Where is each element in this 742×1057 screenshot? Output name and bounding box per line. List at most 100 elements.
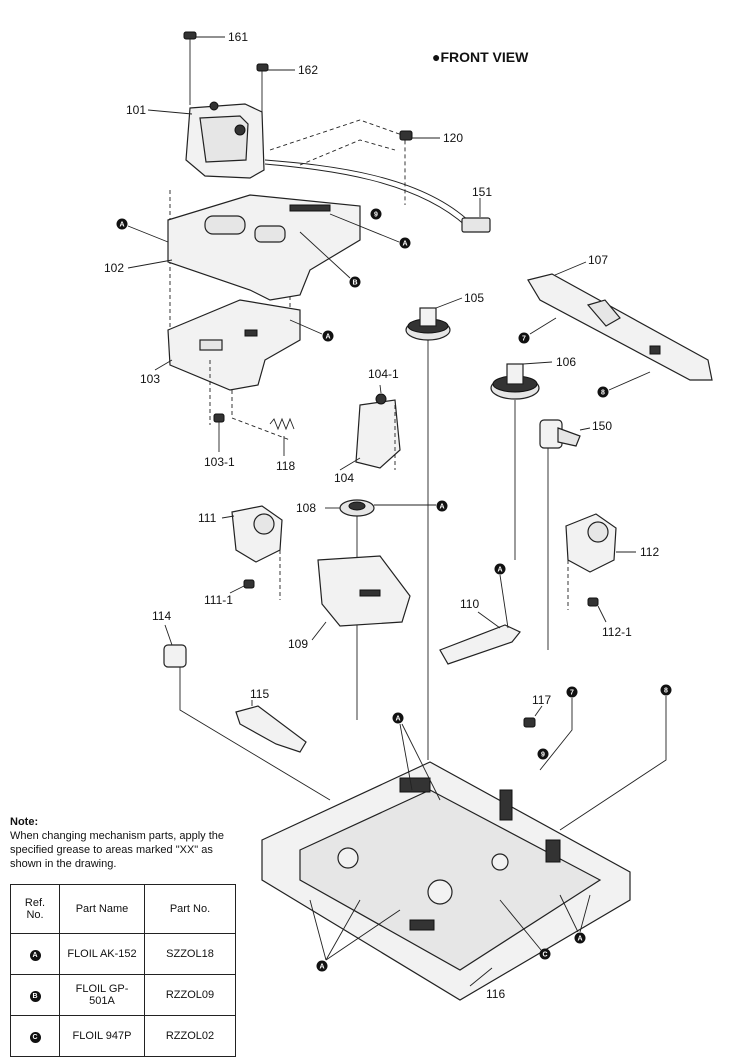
- header-ref-no: Ref. No.: [10, 884, 60, 934]
- note-text: When changing mechanism parts, apply the…: [10, 830, 225, 870]
- marker-a: A: [494, 563, 506, 575]
- svg-text:9: 9: [541, 752, 545, 759]
- part-117: 117: [523, 693, 551, 728]
- part-103: 103: [140, 299, 301, 391]
- svg-text:A: A: [119, 222, 124, 229]
- svg-text:A: A: [497, 567, 502, 574]
- part-114: 114: [152, 609, 331, 801]
- marker-a: A: [116, 218, 128, 230]
- svg-text:101: 101: [126, 103, 146, 117]
- svg-text:111: 111: [198, 511, 217, 525]
- part-150: 150: [539, 419, 612, 650]
- part-120: 120: [399, 130, 463, 145]
- screw-162: 162: [256, 63, 318, 150]
- svg-text:116: 116: [486, 987, 505, 1001]
- svg-text:A: A: [325, 334, 330, 341]
- grease-parts-table: Ref. No. Part Name Part No. A FLOIL AK-1…: [10, 884, 236, 1057]
- marker-a: A: [574, 932, 586, 944]
- marker-a: A: [316, 960, 328, 972]
- svg-text:9: 9: [374, 212, 378, 219]
- svg-text:104-1: 104-1: [368, 367, 399, 381]
- svg-text:111-1: 111-1: [204, 593, 233, 607]
- marker-c: C: [29, 1031, 41, 1043]
- gear-106: 106: [490, 355, 576, 560]
- chassis-116: 116: [261, 761, 631, 1001]
- svg-text:161: 161: [228, 30, 248, 44]
- marker-8: 8: [597, 386, 609, 398]
- svg-text:115: 115: [250, 687, 269, 701]
- table-row: B FLOIL GP-501A RZZOL09: [10, 974, 236, 1016]
- marker-a: A: [436, 500, 448, 512]
- svg-text:7: 7: [570, 690, 574, 697]
- spring-118: 118: [269, 417, 295, 473]
- part-110: 110: [439, 597, 521, 665]
- svg-text:151: 151: [472, 185, 492, 199]
- svg-text:112-1: 112-1: [602, 625, 632, 639]
- marker-a: A: [322, 330, 334, 342]
- marker-7: 7: [566, 686, 578, 698]
- part-104: 104-1 104: [334, 367, 401, 485]
- svg-text:104: 104: [334, 471, 354, 485]
- table-row: A FLOIL AK-152 SZZOL18: [10, 933, 236, 975]
- part-no: RZZOL02: [144, 1015, 236, 1057]
- front-view-title: ●FRONT VIEW: [432, 49, 529, 65]
- header-part-no: Part No.: [144, 884, 236, 934]
- part-no: RZZOL09: [144, 974, 236, 1016]
- svg-text:102: 102: [104, 261, 124, 275]
- part-109: 109: [288, 555, 411, 651]
- table-header-row: Ref. No. Part Name Part No.: [10, 884, 236, 934]
- svg-text:107: 107: [588, 253, 608, 267]
- svg-text:A: A: [395, 716, 400, 723]
- screw-161: 161: [183, 30, 248, 105]
- svg-text:106: 106: [556, 355, 576, 369]
- part-101: 101: [126, 101, 265, 179]
- svg-text:118: 118: [276, 459, 295, 473]
- svg-text:C: C: [542, 952, 547, 959]
- ref-marker: C: [10, 1015, 60, 1057]
- svg-text:114: 114: [152, 609, 171, 623]
- marker-9: 9: [370, 208, 382, 220]
- marker-a: A: [399, 237, 411, 249]
- part-no: SZZOL18: [144, 933, 236, 975]
- svg-text:A: A: [402, 241, 407, 248]
- svg-text:108: 108: [296, 501, 316, 515]
- svg-text:7: 7: [522, 336, 526, 343]
- part-name: FLOIL GP-501A: [59, 974, 145, 1016]
- svg-text:150: 150: [592, 419, 612, 433]
- part-102: 102: [104, 194, 361, 301]
- svg-text:162: 162: [298, 63, 318, 77]
- svg-text:B: B: [352, 280, 357, 287]
- svg-text:103-1: 103-1: [204, 455, 235, 469]
- marker-7: 7: [518, 332, 530, 344]
- marker-b: B: [29, 990, 41, 1002]
- svg-text:117: 117: [532, 693, 551, 707]
- marker-8: 8: [660, 684, 672, 696]
- svg-text:A: A: [439, 504, 444, 511]
- part-103-1: 103-1: [204, 413, 235, 469]
- marker-a: A: [392, 712, 404, 724]
- svg-text:8: 8: [664, 688, 668, 695]
- svg-text:110: 110: [460, 597, 479, 611]
- part-107: 107: [527, 253, 713, 381]
- marker-c: C: [539, 948, 551, 960]
- svg-text:105: 105: [464, 291, 484, 305]
- table-row: C FLOIL 947P RZZOL02: [10, 1015, 236, 1057]
- part-111: 111 111-1: [198, 505, 283, 607]
- grease-note: Note: When changing mechanism parts, app…: [10, 815, 242, 871]
- ref-marker: B: [10, 974, 60, 1016]
- part-name: FLOIL 947P: [59, 1015, 145, 1057]
- marker-9: 9: [537, 748, 549, 760]
- svg-text:8: 8: [601, 390, 605, 397]
- gear-105: 105: [405, 291, 484, 760]
- marker-a: A: [29, 949, 41, 961]
- part-112: 112 112-1: [565, 513, 659, 639]
- svg-text:120: 120: [443, 131, 463, 145]
- header-part-name: Part Name: [59, 884, 145, 934]
- marker-b: B: [349, 276, 361, 288]
- svg-text:109: 109: [288, 637, 308, 651]
- svg-text:A: A: [577, 936, 582, 943]
- svg-text:112: 112: [640, 545, 659, 559]
- cable-151: 151: [264, 159, 492, 233]
- svg-text:A: A: [319, 964, 324, 971]
